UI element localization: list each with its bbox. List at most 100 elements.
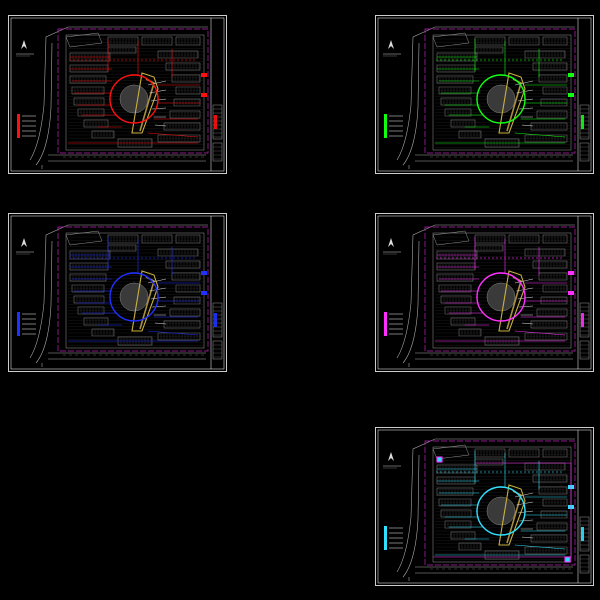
sheet-inner-frame — [10, 17, 225, 172]
title-block — [212, 302, 223, 360]
plaza-bench — [154, 124, 167, 127]
utility-system-lines — [434, 38, 574, 144]
plaza-bench — [521, 536, 534, 539]
building-block — [175, 36, 201, 46]
site-roads — [396, 26, 575, 169]
title-block-legend-swatch — [214, 115, 217, 129]
ring-main — [500, 98, 526, 124]
ring-main — [476, 98, 502, 124]
building-block — [508, 448, 540, 458]
ring-main — [476, 272, 502, 298]
building-block — [458, 130, 482, 139]
building-block — [173, 98, 201, 107]
site-boundary — [57, 226, 209, 352]
ring-main — [476, 486, 502, 512]
building-block — [538, 74, 568, 83]
site-roads — [29, 26, 208, 169]
ring-main — [500, 296, 526, 322]
building-block — [532, 62, 568, 71]
sheet-blue-system[interactable] — [8, 213, 227, 372]
plaza-bench — [519, 305, 534, 308]
building-block — [157, 50, 199, 59]
sheet-inner-frame — [377, 429, 592, 584]
building-block — [173, 296, 201, 305]
building-block — [141, 234, 173, 244]
branch-line — [147, 132, 199, 138]
building-block — [530, 534, 568, 543]
building-block — [542, 36, 568, 46]
sheet-inner-frame — [377, 17, 592, 172]
service-node — [568, 271, 574, 275]
plaza-bench — [521, 322, 534, 325]
plaza-core — [119, 84, 149, 114]
site-roads — [396, 224, 575, 367]
building-block — [432, 444, 470, 460]
title-block-legend-swatch — [214, 313, 217, 327]
building-block — [436, 75, 474, 84]
ring-main — [133, 74, 159, 100]
building-block — [83, 317, 109, 326]
ring-main — [109, 74, 135, 100]
building-block — [83, 119, 109, 128]
building-block — [432, 230, 470, 246]
utility-system-lines — [67, 236, 207, 342]
sheet-green-system[interactable] — [375, 15, 594, 174]
plaza-bench — [154, 322, 167, 325]
ring-main — [133, 98, 159, 124]
north-arrow-icon — [383, 238, 401, 255]
legend-color-bar — [384, 312, 387, 336]
plaza-bench — [519, 519, 534, 522]
ring-main — [109, 98, 135, 124]
branch-line — [514, 330, 566, 336]
plaza-core — [119, 282, 149, 312]
sheet-red-system[interactable] — [8, 15, 227, 174]
legend-block — [384, 114, 403, 138]
building-block — [540, 510, 568, 519]
building-block — [542, 234, 568, 244]
building-block — [532, 260, 568, 269]
sheet-cyan-system[interactable] — [375, 427, 594, 586]
service-node — [568, 93, 574, 97]
building-block — [532, 474, 568, 483]
title-block-legend-swatch — [581, 527, 584, 541]
building-block — [163, 320, 201, 329]
sheet-inner-frame — [377, 215, 592, 370]
plaza-core — [486, 282, 516, 312]
service-node — [564, 556, 571, 563]
north-arrow-icon — [16, 40, 34, 57]
site-boundary — [57, 28, 209, 154]
building-block — [69, 75, 107, 84]
plaza-bench — [514, 492, 534, 498]
building-block — [530, 122, 568, 131]
building-block — [175, 234, 201, 244]
legend-block — [384, 312, 403, 336]
legend-block — [17, 312, 36, 336]
north-arrow-icon — [383, 40, 401, 57]
building-block — [91, 328, 115, 337]
title-block-stamp — [212, 340, 223, 360]
sheet-magenta-system[interactable] — [375, 213, 594, 372]
building-block — [540, 98, 568, 107]
ring-main — [476, 74, 502, 100]
building-block — [450, 317, 476, 326]
building-block — [69, 273, 107, 282]
building-block — [169, 308, 201, 317]
site-boundary — [424, 226, 576, 352]
branch-line — [514, 132, 566, 138]
ring-main — [133, 272, 159, 298]
title-block-legend-swatch — [581, 115, 584, 129]
building-block — [508, 234, 540, 244]
sheet-inner-frame — [10, 215, 225, 370]
utility-system-lines — [434, 236, 574, 342]
building-block — [169, 110, 201, 119]
title-block-table — [212, 302, 223, 338]
branch-line — [514, 544, 566, 550]
ring-main — [133, 296, 159, 322]
north-arrow-icon — [383, 452, 401, 469]
ring-main — [109, 272, 135, 298]
service-node — [436, 456, 443, 463]
building-block — [540, 296, 568, 305]
plaza-core — [486, 496, 516, 526]
building-block — [157, 248, 199, 257]
plaza-bench — [149, 89, 167, 94]
